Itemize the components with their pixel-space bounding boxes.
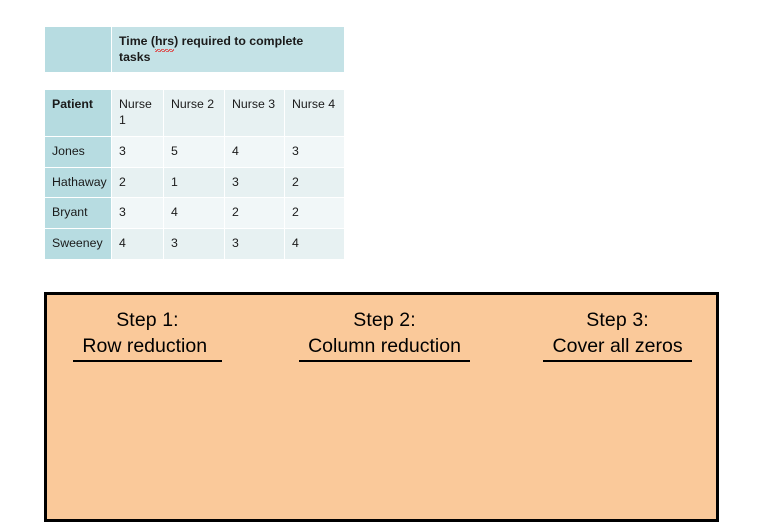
step-3-title: Step 3: bbox=[586, 309, 649, 331]
cell-hathaway-nurse-3: 3 bbox=[225, 167, 284, 198]
row-header-label: Patient bbox=[45, 90, 111, 136]
cell-jones-nurse-1: 3 bbox=[112, 136, 163, 167]
step-block-3: Step 3: Cover all zeros bbox=[543, 307, 692, 363]
column-header-nurse-4: Nurse 4 bbox=[285, 90, 345, 136]
cell-jones-nurse-2: 5 bbox=[164, 136, 224, 167]
table-row-spacer bbox=[45, 73, 345, 90]
cell-sweeney-nurse-1: 4 bbox=[112, 229, 163, 259]
cell-hathaway-nurse-1: 2 bbox=[112, 167, 163, 198]
step-1-description: Row reduction bbox=[73, 333, 222, 363]
cell-hathaway-nurse-2: 1 bbox=[164, 167, 224, 198]
column-header-nurse-1: Nurse 1 bbox=[112, 90, 163, 136]
table-row: Bryant 3 4 2 2 bbox=[45, 198, 345, 229]
row-label-jones: Jones bbox=[45, 136, 111, 167]
row-label-bryant: Bryant bbox=[45, 198, 111, 229]
spacer-cell bbox=[225, 73, 284, 90]
cell-jones-nurse-4: 3 bbox=[285, 136, 345, 167]
column-header-nurse-3: Nurse 3 bbox=[225, 90, 284, 136]
cell-bryant-nurse-2: 4 bbox=[164, 198, 224, 229]
cell-jones-nurse-3: 4 bbox=[225, 136, 284, 167]
spellcheck-underlined-word: hrs bbox=[155, 34, 175, 52]
cell-bryant-nurse-3: 2 bbox=[225, 198, 284, 229]
spacer-cell bbox=[285, 73, 345, 90]
column-header-nurse-2: Nurse 2 bbox=[164, 90, 224, 136]
table-row: Jones 3 5 4 3 bbox=[45, 136, 345, 167]
table-column-header-row: Patient Nurse 1 Nurse 2 Nurse 3 Nurse 4 bbox=[45, 90, 345, 136]
table-title-before: Time ( bbox=[119, 34, 155, 48]
cell-sweeney-nurse-2: 3 bbox=[164, 229, 224, 259]
table-title-after: ) required to complete tasks bbox=[119, 34, 304, 64]
step-1-title: Step 1: bbox=[116, 309, 179, 331]
cell-sweeney-nurse-4: 4 bbox=[285, 229, 345, 259]
steps-panel: Step 1: Row reduction Step 2: Column red… bbox=[44, 292, 719, 522]
steps-row: Step 1: Row reduction Step 2: Column red… bbox=[47, 307, 716, 363]
table-title-row: Time (hrs) required to complete tasks bbox=[45, 27, 345, 73]
cell-bryant-nurse-1: 3 bbox=[112, 198, 163, 229]
cell-sweeney-nurse-3: 3 bbox=[225, 229, 284, 259]
task-time-table: Time (hrs) required to complete tasks Pa… bbox=[44, 26, 346, 260]
table-row: Sweeney 4 3 3 4 bbox=[45, 229, 345, 259]
step-3-description: Cover all zeros bbox=[543, 333, 692, 363]
step-2-title: Step 2: bbox=[353, 309, 416, 331]
table-corner-cell bbox=[45, 27, 111, 73]
row-label-hathaway: Hathaway bbox=[45, 167, 111, 198]
cell-bryant-nurse-4: 2 bbox=[285, 198, 345, 229]
step-2-description: Column reduction bbox=[298, 333, 471, 363]
table-row: Hathaway 2 1 3 2 bbox=[45, 167, 345, 198]
spacer-cell bbox=[112, 73, 163, 90]
step-block-2: Step 2: Column reduction bbox=[298, 307, 471, 363]
spacer-cell bbox=[45, 73, 111, 90]
spacer-cell bbox=[164, 73, 224, 90]
step-block-1: Step 1: Row reduction bbox=[73, 307, 222, 363]
row-label-sweeney: Sweeney bbox=[45, 229, 111, 259]
cell-hathaway-nurse-4: 2 bbox=[285, 167, 345, 198]
table-title-cell: Time (hrs) required to complete tasks bbox=[112, 27, 345, 73]
